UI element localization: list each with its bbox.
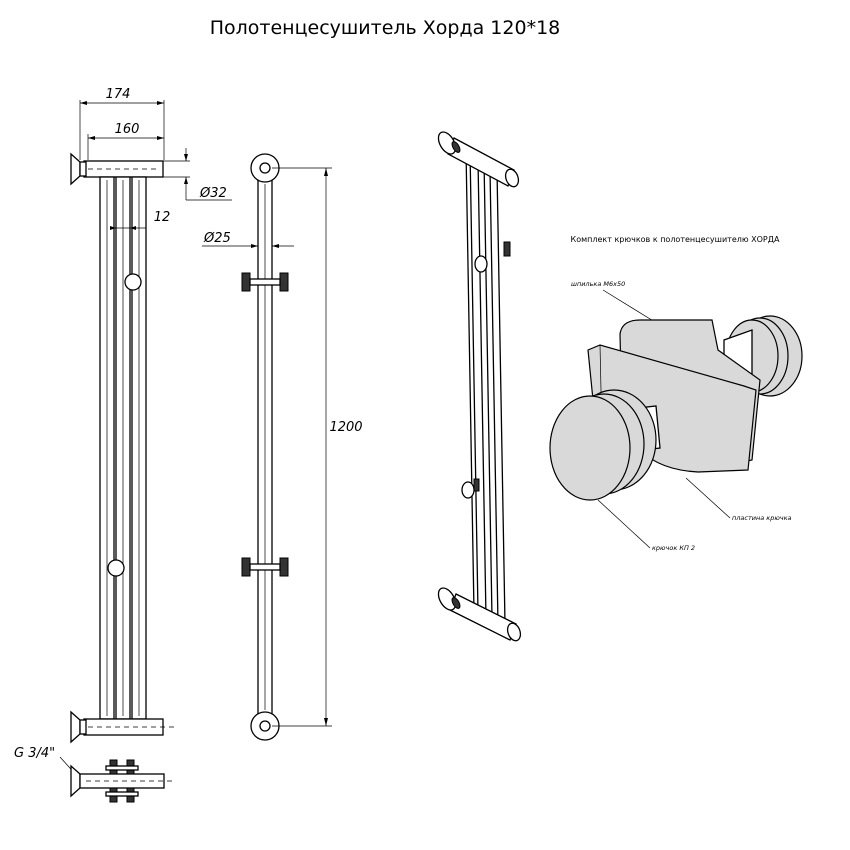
- isometric-view: [437, 131, 522, 642]
- dim-174-label: 174: [106, 87, 131, 102]
- side-view: Ø25 1200: [202, 153, 363, 741]
- thread-label: G 3/4": [14, 746, 55, 761]
- dim-d25-label: Ø25: [203, 231, 231, 246]
- dim-d32-label: Ø32: [199, 186, 227, 201]
- hook-kit-view: Комплект крючков к полотенцесушителю ХОР…: [549, 235, 803, 552]
- dim-12-label: 12: [154, 210, 171, 225]
- dim-160-label: 160: [115, 122, 140, 137]
- stud-label: шпилька М6х50: [571, 280, 625, 288]
- bottom-view: G 3/4": [14, 746, 176, 803]
- drawing-title: Полотенцесушитель Хорда 120*18: [210, 17, 561, 39]
- hook-kit-caption: Комплект крючков к полотенцесушителю ХОР…: [571, 235, 780, 244]
- plate-label: пластина крючка: [732, 514, 792, 522]
- front-view: 174 160 Ø32 12: [70, 87, 232, 744]
- dim-1200-label: 1200: [329, 420, 362, 435]
- hook-label: крючок КП 2: [652, 544, 695, 552]
